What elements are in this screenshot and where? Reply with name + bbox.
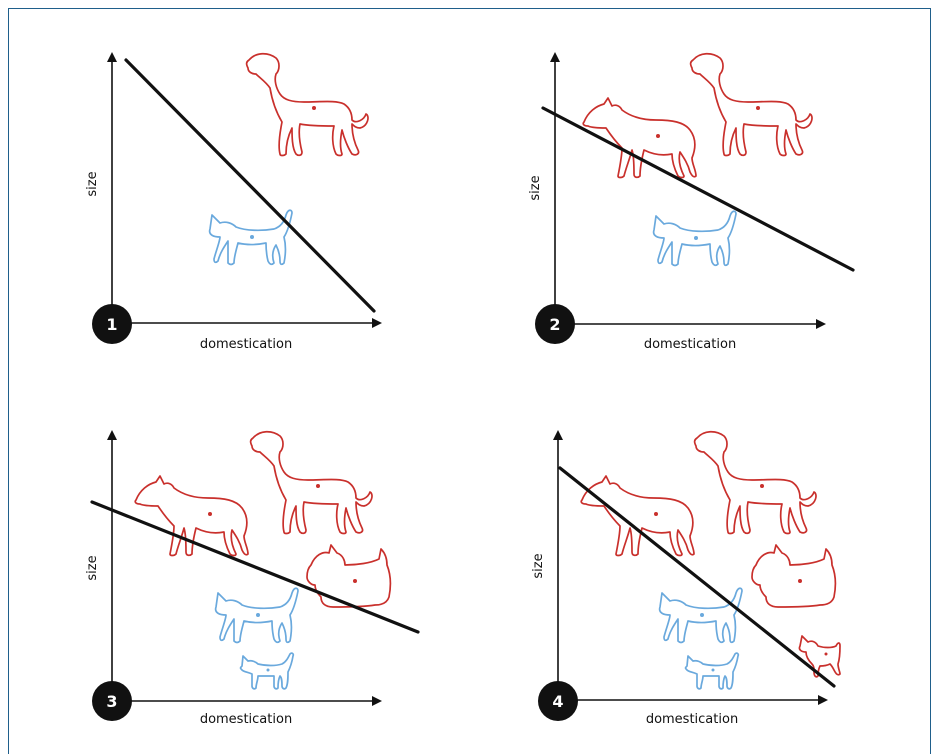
panel-1-decision-line (124, 58, 376, 313)
greyhound-icon (249, 430, 373, 535)
panel-1-badge (92, 304, 132, 344)
panel-1-y-arrowhead (107, 52, 117, 62)
panel-4-badge (538, 681, 578, 721)
chihuahua-icon (798, 635, 841, 678)
scottie-icon (751, 544, 837, 608)
panel-4-x-arrowhead (818, 695, 828, 705)
panel-2-y-arrowhead (550, 52, 560, 62)
panel-4-number: 4 (552, 692, 563, 711)
panel-2-ylabel: size (528, 175, 543, 200)
panel-3-ylabel: size (85, 555, 100, 580)
panel-1-x-arrowhead (372, 318, 382, 328)
panel-2: size domestication 2 (528, 52, 855, 352)
cat-icon (658, 587, 743, 644)
panel-2-number: 2 (549, 315, 560, 334)
panel-4-y-arrowhead (553, 430, 563, 440)
panel-3-decision-line (90, 500, 420, 634)
panel-3-x-arrowhead (372, 696, 382, 706)
greyhound-icon (245, 52, 369, 157)
cat-icon (208, 209, 293, 266)
panel-2-x-arrowhead (816, 319, 826, 329)
panel-1: size domestication 1 (85, 52, 382, 352)
panel-4: size domestication 4 (531, 430, 841, 727)
panel-4-ylabel: size (531, 553, 546, 578)
scottie-icon (306, 544, 392, 608)
panel-3-number: 3 (106, 692, 117, 711)
panel-2-decision-line (541, 106, 855, 272)
panel-1-xlabel: domestication (200, 337, 292, 352)
cat-icon (652, 210, 737, 267)
panel-4-xlabel: domestication (646, 712, 738, 727)
panel-2-badge (535, 304, 575, 344)
panel-1-ylabel: size (85, 171, 100, 196)
kitten-icon (239, 652, 295, 690)
panel-3-badge (92, 681, 132, 721)
cat-icon (214, 587, 299, 644)
panel-3-xlabel: domestication (200, 712, 292, 727)
panel-2-xlabel: domestication (644, 337, 736, 352)
greyhound-icon (693, 430, 817, 535)
panel-1-number: 1 (106, 315, 117, 334)
panel-4-decision-line (558, 466, 836, 688)
greyhound-icon (689, 52, 813, 157)
wolf-icon (580, 475, 695, 557)
panel-3-y-arrowhead (107, 430, 117, 440)
panel-3: size domestication 3 (85, 430, 420, 727)
wolf-icon (134, 475, 249, 557)
kitten-icon (684, 652, 740, 690)
